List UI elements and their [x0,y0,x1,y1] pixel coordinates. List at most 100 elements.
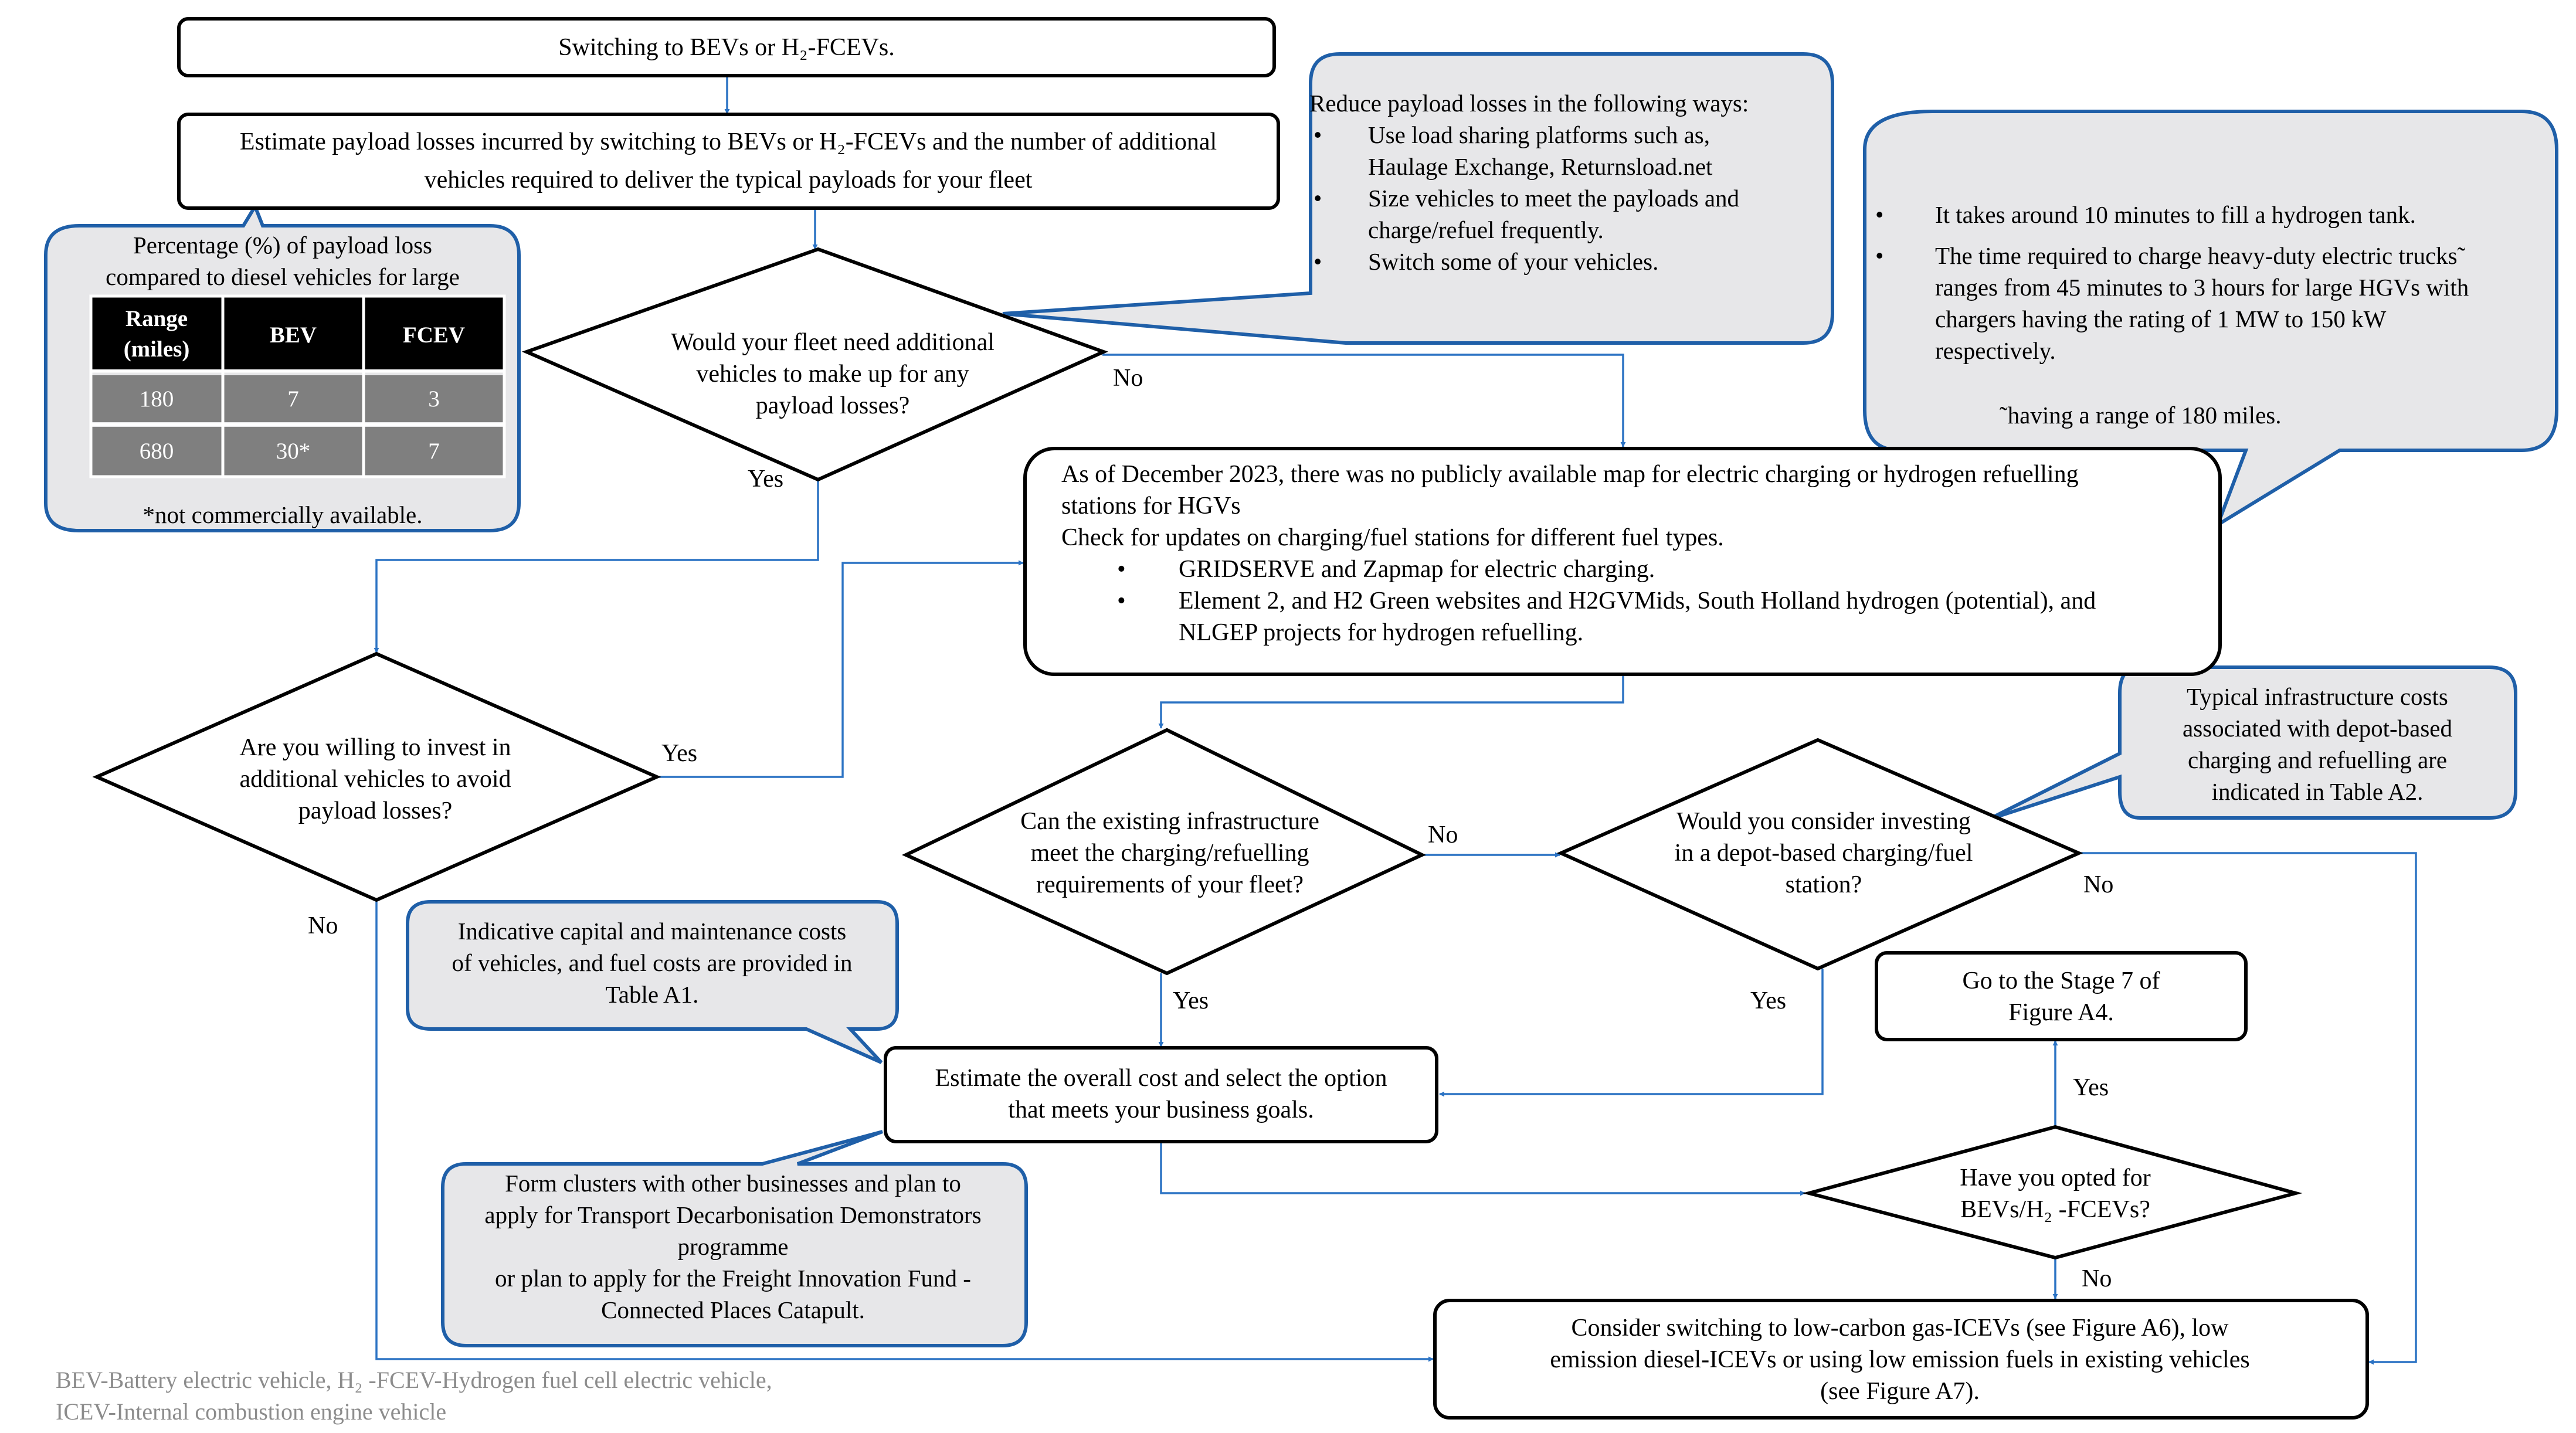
willing-invest-line-1: Are you willing to invest in [239,734,511,761]
clusters-line-2: apply for Transport Decarbonisation Demo… [484,1201,981,1228]
willing-invest-line-3: payload losses? [298,797,452,824]
table-title-line-1: Percentage (%) of payload loss [133,232,432,259]
bullet-dot: • [1875,201,1883,228]
table-header-range-unit: (miles) [124,337,190,362]
decision-depot: Would you consider investing in a depot-… [1556,738,2083,971]
edge-invest-yes-to-map [654,560,1024,778]
reduce-bullet-1-line-2: Haulage Exchange, Returnsload.net [1368,153,1713,180]
payload-loss-table: Range (miles) BEV FCEV 180 7 3 680 30* 7 [89,294,506,478]
footer-line-1: BEV-Battery electric vehicle, H₂ -FCEV-H… [56,1367,772,1393]
edge-label-yes-depot: Yes [1750,987,1786,1014]
h2-bullet-2-line-3: chargers having the rating of 1 MW to 15… [1935,305,2387,332]
bullet-dot: • [1314,121,1322,148]
edge-label-no-depot: No [2083,871,2113,898]
reduce-bullet-3: Switch some of your vehicles. [1368,248,1658,275]
need-additional-line-1: Would your fleet need additional [671,329,995,356]
edge-label-no-infra: No [1428,821,1458,848]
capital-costs-line-2: of vehicles, and fuel costs are provided… [452,949,852,976]
clusters-line-3: programme [678,1233,789,1260]
bullet-dot: • [1314,248,1322,275]
decision-opted: Have you opted for BEVs/H₂ -FCEVs? [1802,1125,2303,1260]
overall-cost-line-1: Estimate the overall cost and select the… [935,1065,1387,1092]
callout-bubble [441,1130,1028,1347]
table-cell: 7 [428,439,440,464]
edge-label-yes-need: Yes [748,466,783,493]
node-estimate-losses: Estimate payload losses incurred by swit… [177,113,1280,210]
callout-clusters: Form clusters with other businesses and … [441,1130,1028,1347]
h2-bullet-2-line-4: respectively. [1935,337,2056,364]
footer-line-2: ICEV-Internal combustion engine vehicle [56,1398,446,1425]
map-bullet-2-line-2: NLGEP projects for hydrogen refuelling. [1179,619,1583,646]
capital-costs-line-3: Table A1. [606,981,699,1008]
h2-footnote: ˜having a range of 180 miles. [2000,402,2281,429]
existing-infra-line-3: requirements of your fleet? [1036,871,1304,898]
reduce-bullet-1-line-1: Use load sharing platforms such as, [1368,121,1710,148]
map-bullet-1: GRIDSERVE and Zapmap for electric chargi… [1179,556,1655,583]
table-header-range: Range [125,306,188,331]
table-cell: 30* [276,439,311,464]
callout-bubble [1987,665,2517,821]
reduce-bullet-2-line-1: Size vehicles to meet the payloads and [1368,185,1739,212]
overall-cost-line-2: that meets your business goals. [1008,1096,1314,1123]
switching-text: Switching to BEVs or H₂-FCEVs. [558,34,895,61]
depot-line-1: Would you consider investing [1676,808,1971,835]
table-title-line-2: compared to diesel vehicles for large [106,263,460,290]
edge-invest-no-to-consider [375,900,1434,1362]
opted-line-1: Have you opted for [1960,1164,2150,1191]
consider-line-2: emission diesel-ICEVs or using low emiss… [1550,1346,2249,1373]
callout-infra-costs: Typical infrastructure costs associated … [1987,665,2517,821]
edge-label-yes-opted: Yes [2073,1074,2109,1101]
edge-label-yes-invest: Yes [661,740,697,767]
map-info-line-2: stations for HGVs [1061,493,1241,519]
map-info-line-1: As of December 2023, there was no public… [1061,461,2079,488]
bullet-dot: • [1117,556,1126,583]
consider-line-3: (see Figure A7). [1820,1378,1980,1405]
edge-depot-yes-to-cost [1439,969,1824,1097]
callout-capital-costs: Indicative capital and maintenance costs… [406,900,899,1064]
node-consider: Consider switching to low-carbon gas-ICE… [1433,1299,2369,1420]
depot-line-2: in a depot-based charging/fuel [1675,840,1973,867]
decision-existing-infra: Can the existing infrastructure meet the… [901,728,1426,976]
reduce-title: Reduce payload losses in the following w… [1309,90,1749,117]
edge-label-no-need: No [1113,365,1143,392]
consider-line-1: Consider switching to low-carbon gas-ICE… [1572,1315,2229,1342]
opted-line-2: BEVs/H₂ -FCEVs? [1960,1196,2150,1223]
node-overall-cost: Estimate the overall cost and select the… [884,1046,1438,1143]
h2-bullet-2-line-2: ranges from 45 minutes to 3 hours for la… [1935,274,2469,301]
depot-line-3: station? [1786,871,1862,898]
edge-cost-to-opted [1160,1142,1805,1196]
connectors [374,75,2417,1365]
existing-infra-line-1: Can the existing infrastructure [1020,808,1319,835]
clusters-line-5: Connected Places Catapult. [601,1296,865,1323]
table-row-180 [91,375,504,422]
callout-bubble [1002,52,1834,345]
table-cell: 7 [287,386,299,412]
infra-costs-line-1: Typical infrastructure costs [2187,683,2448,710]
willing-invest-line-2: additional vehicles to avoid [239,766,511,793]
reduce-bullet-2-line-2: charge/refuel frequently. [1368,216,1604,243]
callout-payload-table: Percentage (%) of payload loss compared … [44,202,521,532]
infra-costs-line-3: charging and refuelling are [2188,746,2447,773]
bullet-dot: • [1875,242,1883,269]
existing-infra-line-2: meet the charging/refuelling [1030,840,1309,867]
callout-hydrogen-tank: • It takes around 10 minutes to fill a h… [1863,110,2558,529]
table-note: *not commercially available. [142,501,422,528]
table-header-bev: BEV [270,322,317,348]
clusters-line-4: or plan to apply for the Freight Innovat… [495,1265,971,1292]
footer-abbreviations: BEV-Battery electric vehicle, H₂ -FCEV-H… [56,1367,772,1425]
node-switching: Switching to BEVs or H₂-FCEVs. [177,17,1276,77]
table-cell: 180 [140,386,174,412]
edge-label-no-opted: No [2082,1265,2112,1292]
table-header-fcev: FCEV [403,322,465,348]
edge-depot-no-to-consider [2076,852,2417,1365]
map-bullet-2-line-1: Element 2, and H2 Green websites and H2G… [1179,588,2096,614]
table-cell: 3 [428,386,440,412]
edge-need-yes-to-invest [374,480,819,653]
need-additional-line-2: vehicles to make up for any [696,361,969,388]
edge-need-no-to-map [1102,354,1626,447]
table-row-680 [91,427,504,477]
map-info-line-3: Check for updates on charging/fuel stati… [1061,524,1724,551]
estimate-losses-line-2: vehicles required to deliver the typical… [425,167,1033,193]
infra-costs-line-4: indicated in Table A2. [2212,778,2424,805]
stage7-line-2: Figure A4. [2008,999,2114,1026]
